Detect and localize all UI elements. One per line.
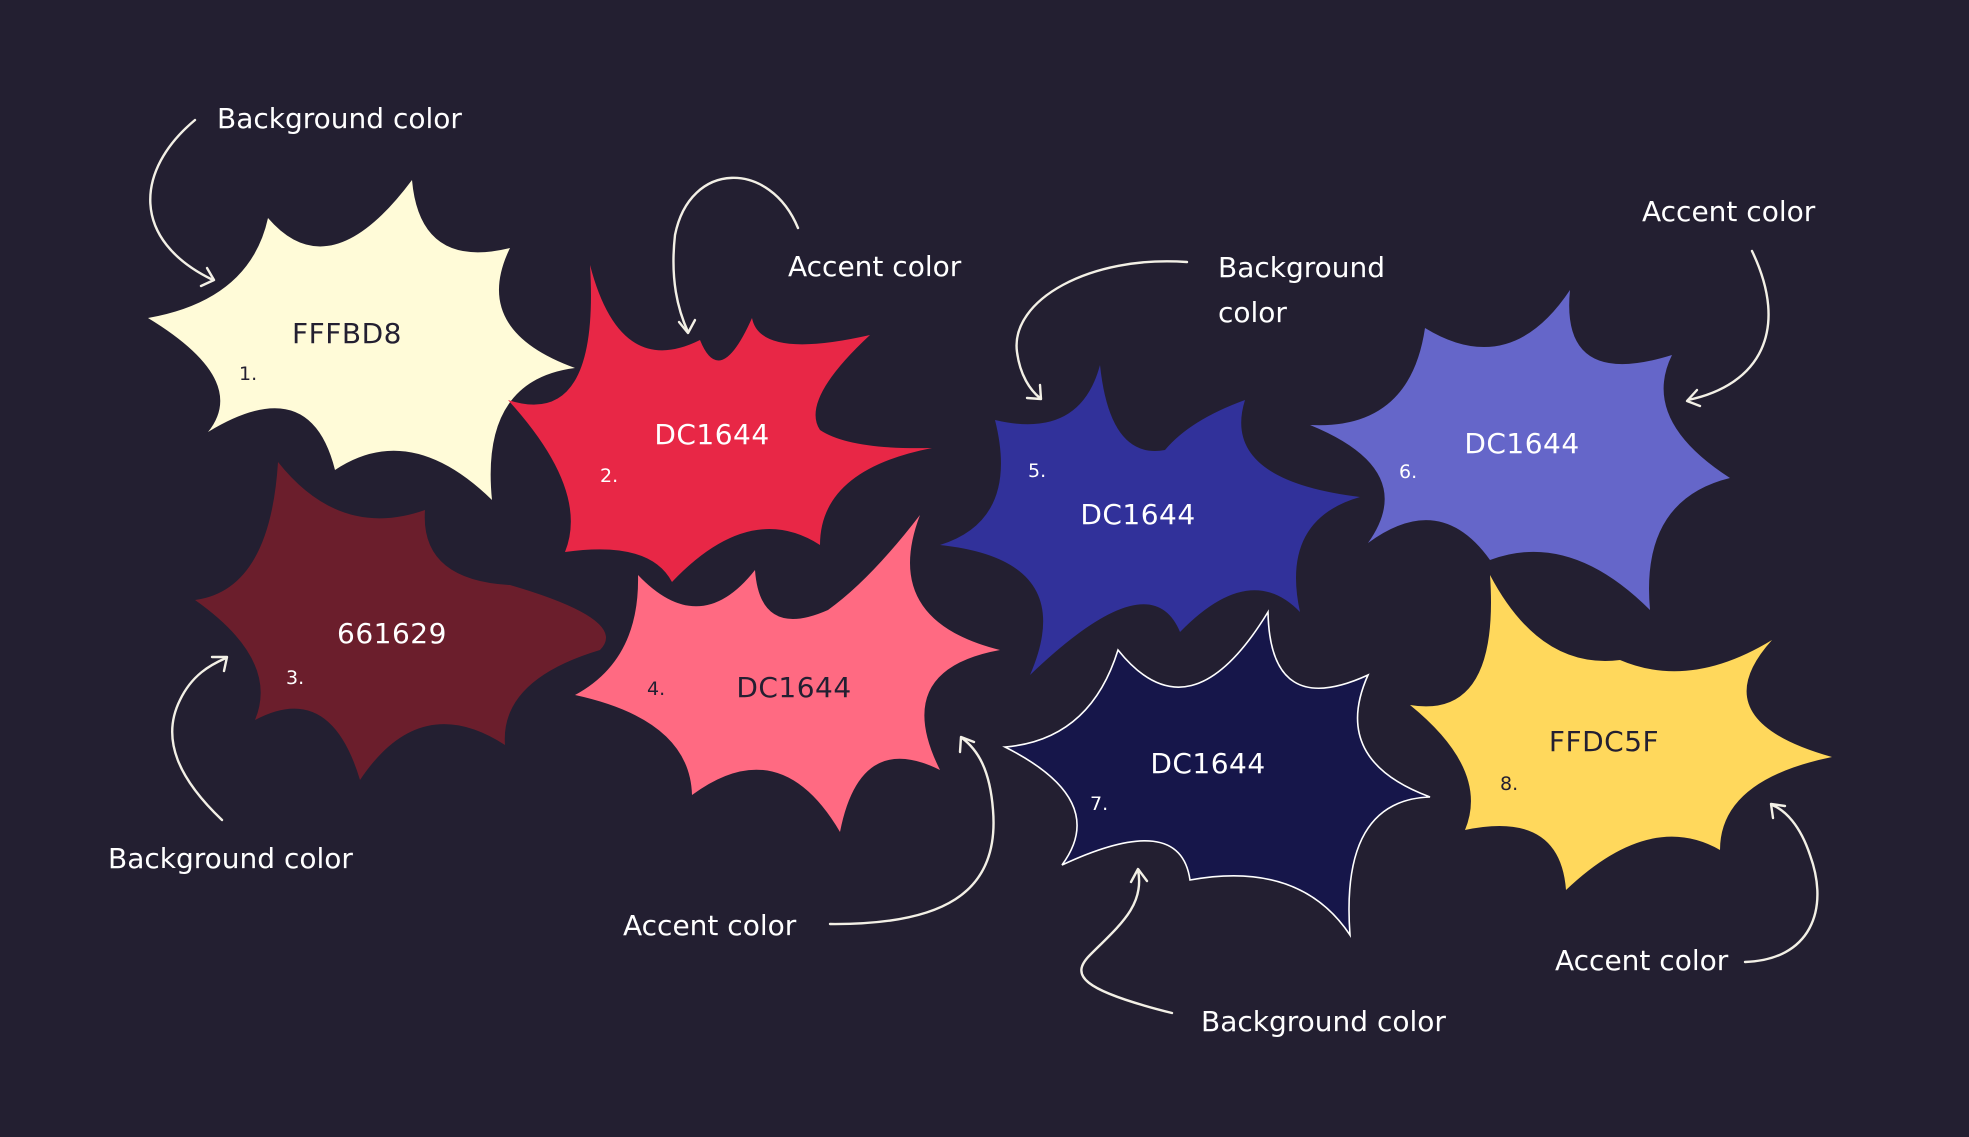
color-blob-2: DC1644 2. [508,265,932,582]
blob-number: 3. [286,667,304,689]
blob-number: 5. [1028,460,1046,482]
color-blob-7: DC1644 7. [1002,609,1431,938]
arrowhead-icon [1025,383,1043,401]
starburst-shape [940,365,1360,675]
arrowhead-icon [677,318,697,335]
arrow-curve [672,176,800,334]
arrowhead-icon [1769,802,1787,820]
color-blob-5: DC1644 5. [940,365,1360,675]
arrow-5 [171,655,229,822]
blob-number: 8. [1500,773,1518,795]
arrowhead-icon [1129,867,1149,884]
blob-number: 6. [1399,461,1417,483]
color-blob-8: FFDC5F 8. [1410,575,1832,890]
arrow-8 [1743,802,1819,964]
hex-code: DC1644 [736,671,851,704]
hex-code: FFFBD8 [292,317,402,350]
arrow-6 [828,735,995,926]
hex-code: DC1644 [1150,747,1265,780]
color-blob-1: FFFBD8 1. [148,180,575,500]
hex-code: DC1644 [1464,427,1579,460]
color-blob-3: 661629 3. [195,462,606,780]
hex-code: DC1644 [654,418,769,451]
arrow-curve [828,736,995,926]
annotation-label-2: Accent color [788,250,962,283]
arrow-3 [1015,260,1189,401]
arrow-7 [1080,867,1174,1015]
starburst-shape [148,180,575,500]
color-blob-6: DC1644 6. [1310,290,1730,610]
arrow-curve [171,656,228,822]
starburst-shape [508,265,932,582]
annotation-label-3-line2: color [1218,296,1287,329]
arrow-2 [672,176,800,335]
annotation-label-7: Background color [1201,1005,1446,1038]
annotation-label-8: Accent color [1555,944,1729,977]
arrowhead-icon [199,266,216,288]
blob-number: 4. [647,678,665,700]
arrow-curve [1080,868,1174,1015]
annotation-label-3-line1: Background [1218,251,1385,284]
color-blob-4: DC1644 4. [575,515,1000,832]
arrow-1 [149,118,216,288]
arrowhead-icon [958,735,976,754]
starburst-shape [575,515,1000,832]
blob-number: 2. [600,465,618,487]
hex-code: 661629 [337,617,447,650]
starburst-shape [1002,609,1431,938]
arrowhead-icon [210,655,229,673]
arrow-curve [1743,803,1819,964]
blob-number: 7. [1090,793,1108,815]
annotation-label-6: Accent color [623,909,797,942]
annotation-label-1: Background color [217,102,462,135]
annotation-label-5: Background color [108,842,353,875]
arrow-curve [1686,249,1770,402]
starburst-shape [195,462,606,780]
arrow-4 [1685,249,1770,408]
blob-number: 1. [239,363,257,385]
annotation-label-4: Accent color [1642,195,1816,228]
starburst-shape [1310,290,1730,610]
arrow-curve [149,118,215,282]
starburst-shape [1410,575,1832,890]
hex-code: DC1644 [1080,498,1195,531]
arrow-curve [1015,260,1189,400]
hex-code: FFDC5F [1549,725,1659,758]
arrowhead-icon [1685,388,1702,408]
